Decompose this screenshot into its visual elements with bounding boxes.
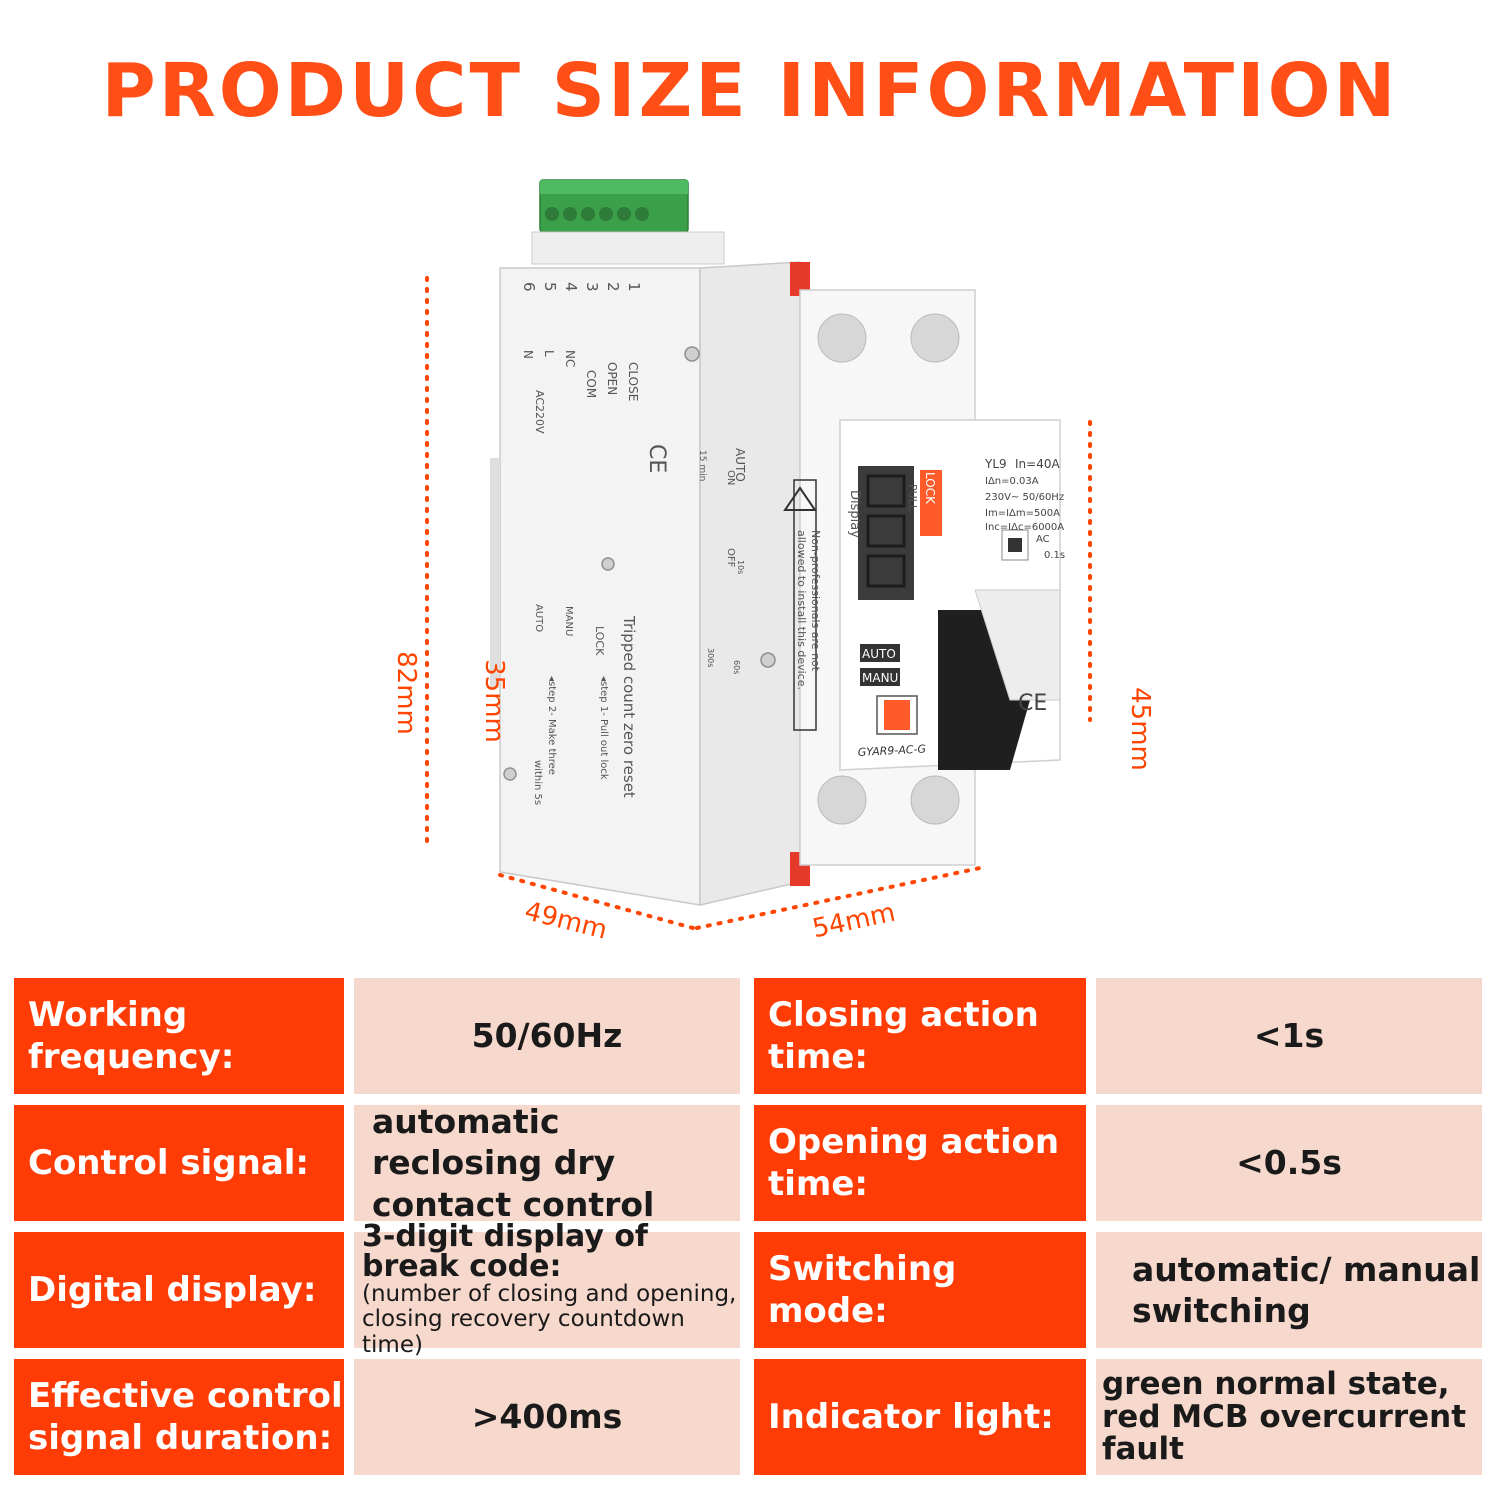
rating-model: YL9 xyxy=(984,457,1007,471)
spec-label-control-signal: Control signal: xyxy=(14,1105,344,1221)
reset-step-2b: within 5s xyxy=(532,760,543,805)
terminal-name-open: OPEN xyxy=(605,362,619,395)
height-front-label: 35mm xyxy=(478,659,509,743)
spec-value-indicator-light: green normal state, red MCB overcurrent … xyxy=(1096,1359,1482,1475)
lock-tab[interactable] xyxy=(920,470,942,536)
auto-header: AUTO xyxy=(733,448,747,482)
spec-label-indicator-light: Indicator light: xyxy=(754,1359,1086,1475)
green-terminal-block xyxy=(531,179,725,265)
spec-value-control-duration: >400ms xyxy=(354,1359,740,1475)
product-image: 6 5 4 3 2 1 N L NC COM OPEN CLOSE AC220V… xyxy=(0,160,1500,960)
timing-300s: 300s xyxy=(706,648,715,667)
supply-label: AC220V xyxy=(533,390,546,434)
on-label: ON xyxy=(725,470,736,485)
reset-step-1: ◂step 1- Pull out lock xyxy=(598,676,609,780)
rating-idn: IΔn=0.03A xyxy=(985,476,1039,487)
spec-label-control-duration: Effective control signal duration: xyxy=(14,1359,344,1475)
terminal-name-close: CLOSE xyxy=(626,362,640,401)
page-title: PRODUCT SIZE INFORMATION xyxy=(101,48,1399,134)
spec-label-opening-time: Opening action time: xyxy=(754,1105,1086,1221)
terminal-number-2: 2 xyxy=(604,282,622,292)
ce-mark-side: CE xyxy=(644,444,669,473)
rating-voltage: 230V~ 50/60Hz xyxy=(985,492,1064,503)
spec-label-switching-mode: Switching mode: xyxy=(754,1232,1086,1348)
rating-inc: Inc=IΔc=6000A xyxy=(985,522,1064,533)
side-housing xyxy=(499,267,701,906)
reset-step-2: ◂step 2- Make three xyxy=(546,676,557,775)
front-auto-label: AUTO xyxy=(862,647,896,661)
timing-60s: 60s xyxy=(732,660,741,674)
spec-value-working-frequency: 50/60Hz xyxy=(354,978,740,1094)
timing-10s: 10s xyxy=(736,560,745,574)
terminal-number-1: 1 xyxy=(625,282,643,292)
height-module-label: 45mm xyxy=(1124,687,1155,771)
terminal-number-6: 6 xyxy=(520,282,538,292)
digital-display-main: 3-digit display of break code: xyxy=(362,1219,648,1285)
spec-value-opening-time: <0.5s xyxy=(1096,1105,1482,1221)
terminal-number-5: 5 xyxy=(541,282,559,292)
spec-label-digital-display: Digital display: xyxy=(14,1232,344,1348)
warning-text-2: allowed to install this device. xyxy=(795,530,808,690)
front-manu-label: MANU xyxy=(862,671,898,685)
reset-title: Tripped count zero reset xyxy=(620,615,638,798)
rating-time: 0.1s xyxy=(1044,550,1065,561)
spec-value-closing-time: <1s xyxy=(1096,978,1482,1094)
spec-value-control-signal: automatic reclosing dry contact control xyxy=(354,1102,740,1224)
spec-label-working-frequency: Working frequency: xyxy=(14,978,344,1094)
display-label: Display xyxy=(847,490,862,538)
terminal-name-com: COM xyxy=(584,370,598,398)
rating-in: In=40A xyxy=(1015,457,1060,471)
terminal-number-3: 3 xyxy=(583,282,601,292)
spec-label-closing-time: Closing action time: xyxy=(754,978,1086,1094)
terminal-name-l: L xyxy=(542,350,556,357)
terminal-number-4: 4 xyxy=(562,282,580,292)
breaker-illustration: 6 5 4 3 2 1 N L NC COM OPEN CLOSE AC220V… xyxy=(425,179,1092,930)
reset-manu-label: MANU xyxy=(563,606,574,636)
warning-text-1: Non-professionals are not xyxy=(809,530,822,672)
terminal-name-n: N xyxy=(521,350,535,359)
rating-ac: AC xyxy=(1036,534,1050,545)
reset-auto-label: AUTO xyxy=(533,604,544,632)
width-dimension-line xyxy=(695,866,982,930)
depth-dimension-line xyxy=(498,873,695,930)
digital-display xyxy=(858,466,914,600)
lock-label: LOCK xyxy=(923,472,937,505)
height-total-label: 82mm xyxy=(390,651,421,735)
digital-display-detail: (number of closing and opening, closing … xyxy=(362,1281,737,1358)
spec-value-switching-mode: automatic/ manual switching xyxy=(1096,1232,1482,1348)
off-label: OFF xyxy=(725,548,736,568)
terminal-name-nc: NC xyxy=(563,350,577,367)
auto-manu-switch[interactable] xyxy=(884,700,910,730)
ce-mark-front: CE xyxy=(1018,691,1047,716)
rating-im: Im=IΔm=500A xyxy=(985,508,1060,519)
model-code: GYAR9-AC-G xyxy=(857,742,926,759)
reset-lock-label: LOCK xyxy=(593,626,606,656)
pull-label: PULL xyxy=(906,484,919,512)
spec-value-digital-display: 3-digit display of break code: (number o… xyxy=(354,1222,740,1357)
timing-15min: 15 min xyxy=(697,450,707,481)
